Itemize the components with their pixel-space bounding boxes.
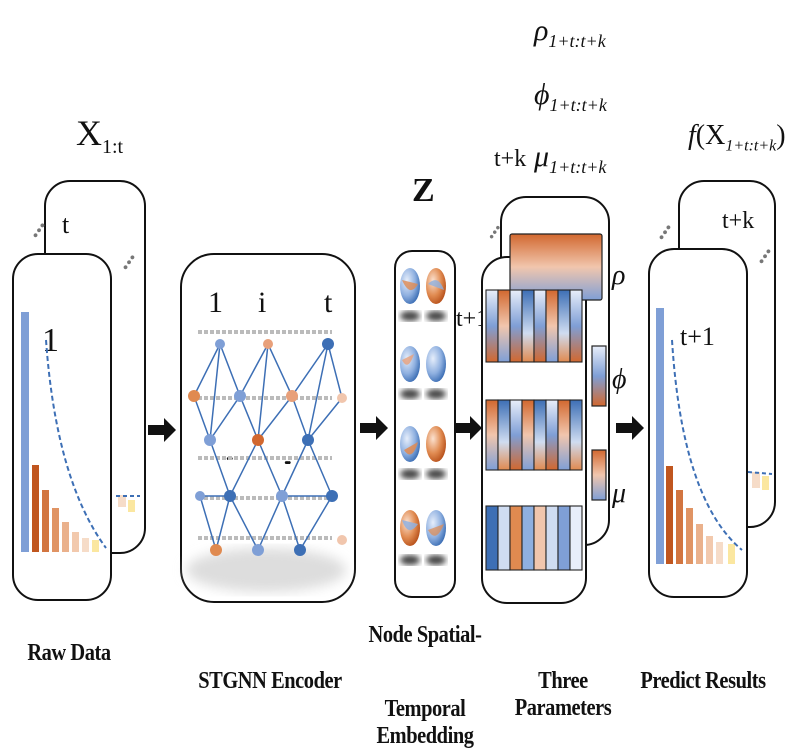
embedding-sphere-row-1 (400, 268, 446, 321)
params-tensors (485, 233, 607, 501)
pred-bar-8 (728, 544, 735, 564)
params-side-mu: μ (612, 478, 627, 509)
raw-bar-6 (72, 532, 79, 552)
encoder-node (286, 390, 298, 402)
raw-bar-3 (42, 490, 49, 552)
pred-bar-3 (676, 490, 683, 564)
encoder-node (210, 544, 222, 556)
pred-bar-6 (706, 536, 713, 564)
raw-decay-curve (45, 339, 107, 549)
encoder-node (326, 490, 338, 502)
raw-bar-5 (62, 522, 69, 552)
encoder-edges-e (209, 343, 329, 441)
embedding-spheres (400, 268, 446, 565)
encoder-node (224, 490, 236, 502)
pred-bar-7 (716, 542, 723, 564)
rho-subscript: 1+t:t+k (548, 31, 606, 51)
raw-back-bar-1 (118, 495, 126, 507)
arrow-3 (454, 416, 482, 440)
phi-symbol: ϕ (534, 78, 550, 111)
pred-back-bar-2 (762, 476, 769, 490)
phi-subscript: 1+t:t+k (549, 95, 607, 115)
pred-bar-2 (666, 466, 673, 564)
raw-data-bars (21, 312, 140, 552)
raw-data-symbol: X1:t (76, 112, 123, 159)
pred-f-symbol: f (688, 120, 696, 151)
encoder-col-label-i: i (258, 286, 267, 319)
encoder-ellipsis-2: ... (284, 448, 291, 468)
encoder-node (337, 393, 347, 403)
raw-bar-4 (52, 508, 59, 552)
pred-x-symbol: (X (695, 120, 726, 151)
raw-bar-8 (92, 540, 99, 552)
caption-params: Three Parameters (514, 668, 612, 721)
predict-back-index: t+k (722, 208, 755, 234)
mu-subscript: 1+t:t+k (549, 157, 607, 177)
encoder-node (337, 535, 347, 545)
raw-bar-1 (21, 312, 29, 552)
params-side-phi: ϕ (612, 364, 627, 395)
caption-predict: Predict Results (640, 668, 766, 694)
embedding-sphere-row-4 (400, 510, 446, 565)
embedding-sphere-row-2 (400, 346, 446, 399)
rho-param-header: ρ1+t:t+k (534, 14, 606, 52)
z-symbol: Z (412, 172, 435, 209)
mu-param-header: μ1+t:t+k (534, 140, 606, 178)
rho-symbol: ρ (534, 14, 549, 47)
pred-bar-5 (696, 524, 703, 564)
params-side-rho: ρ (612, 260, 626, 291)
predict-formula: f(X1+t:t+k) (688, 120, 786, 156)
raw-back-bar-2 (128, 500, 135, 512)
encoder-node (204, 434, 216, 446)
encoder-col-label-1: 1 (208, 286, 223, 319)
caption-raw-data: Raw Data (27, 640, 111, 666)
arrow-4 (616, 416, 644, 440)
params-back-index: t+k (494, 146, 527, 172)
predict-front-index: t+1 (680, 322, 715, 351)
mu-symbol: μ (534, 140, 550, 173)
encoder-node (302, 434, 314, 446)
encoder-graph (186, 330, 347, 592)
encoder-shadow (186, 548, 346, 592)
pred-bar-1 (656, 308, 664, 564)
arrow-1 (148, 418, 176, 442)
params-mu-tensor (485, 505, 583, 571)
params-phi-tensor (485, 399, 583, 471)
raw-x-subscript: 1:t (102, 136, 124, 159)
encoder-node (294, 544, 306, 556)
raw-bar-2 (32, 465, 39, 552)
raw-bar-7 (82, 538, 89, 552)
pred-back-bar-1 (752, 472, 760, 488)
encoder-node (322, 338, 334, 350)
encoder-node (276, 490, 288, 502)
pred-subscript: 1+t:t+k (725, 137, 777, 155)
encoder-ellipsis-1: ... (226, 444, 233, 464)
predict-bars (656, 308, 773, 564)
encoder-edges-a (193, 342, 343, 399)
encoder-edges-d (199, 493, 333, 553)
predict-dots-left: ... (644, 214, 677, 245)
params-rho-tensor (485, 289, 583, 363)
encoder-node (252, 434, 264, 446)
arrow-2 (360, 416, 388, 440)
raw-data-back-index: t (62, 210, 70, 239)
params-back-tensor (509, 233, 607, 501)
encoder-node (215, 339, 225, 349)
embedding-sphere-row-3 (400, 426, 446, 479)
pred-bar-4 (686, 508, 693, 564)
raw-x-symbol: X (76, 113, 102, 153)
caption-encoder: STGNN Encoder (198, 668, 342, 694)
encoder-col-label-t: t (324, 286, 333, 319)
encoder-edges-c (209, 438, 333, 498)
pred-close-paren: ) (776, 120, 786, 151)
phi-param-header: ϕ1+t:t+k (534, 78, 607, 116)
encoder-node (234, 390, 246, 402)
encoder-node (252, 544, 264, 556)
encoder-node (263, 339, 273, 349)
caption-embedding-line1: Node Spatial- (368, 622, 482, 648)
encoder-edges-b (193, 394, 343, 442)
encoder-node (188, 390, 200, 402)
encoder-node (195, 491, 205, 501)
